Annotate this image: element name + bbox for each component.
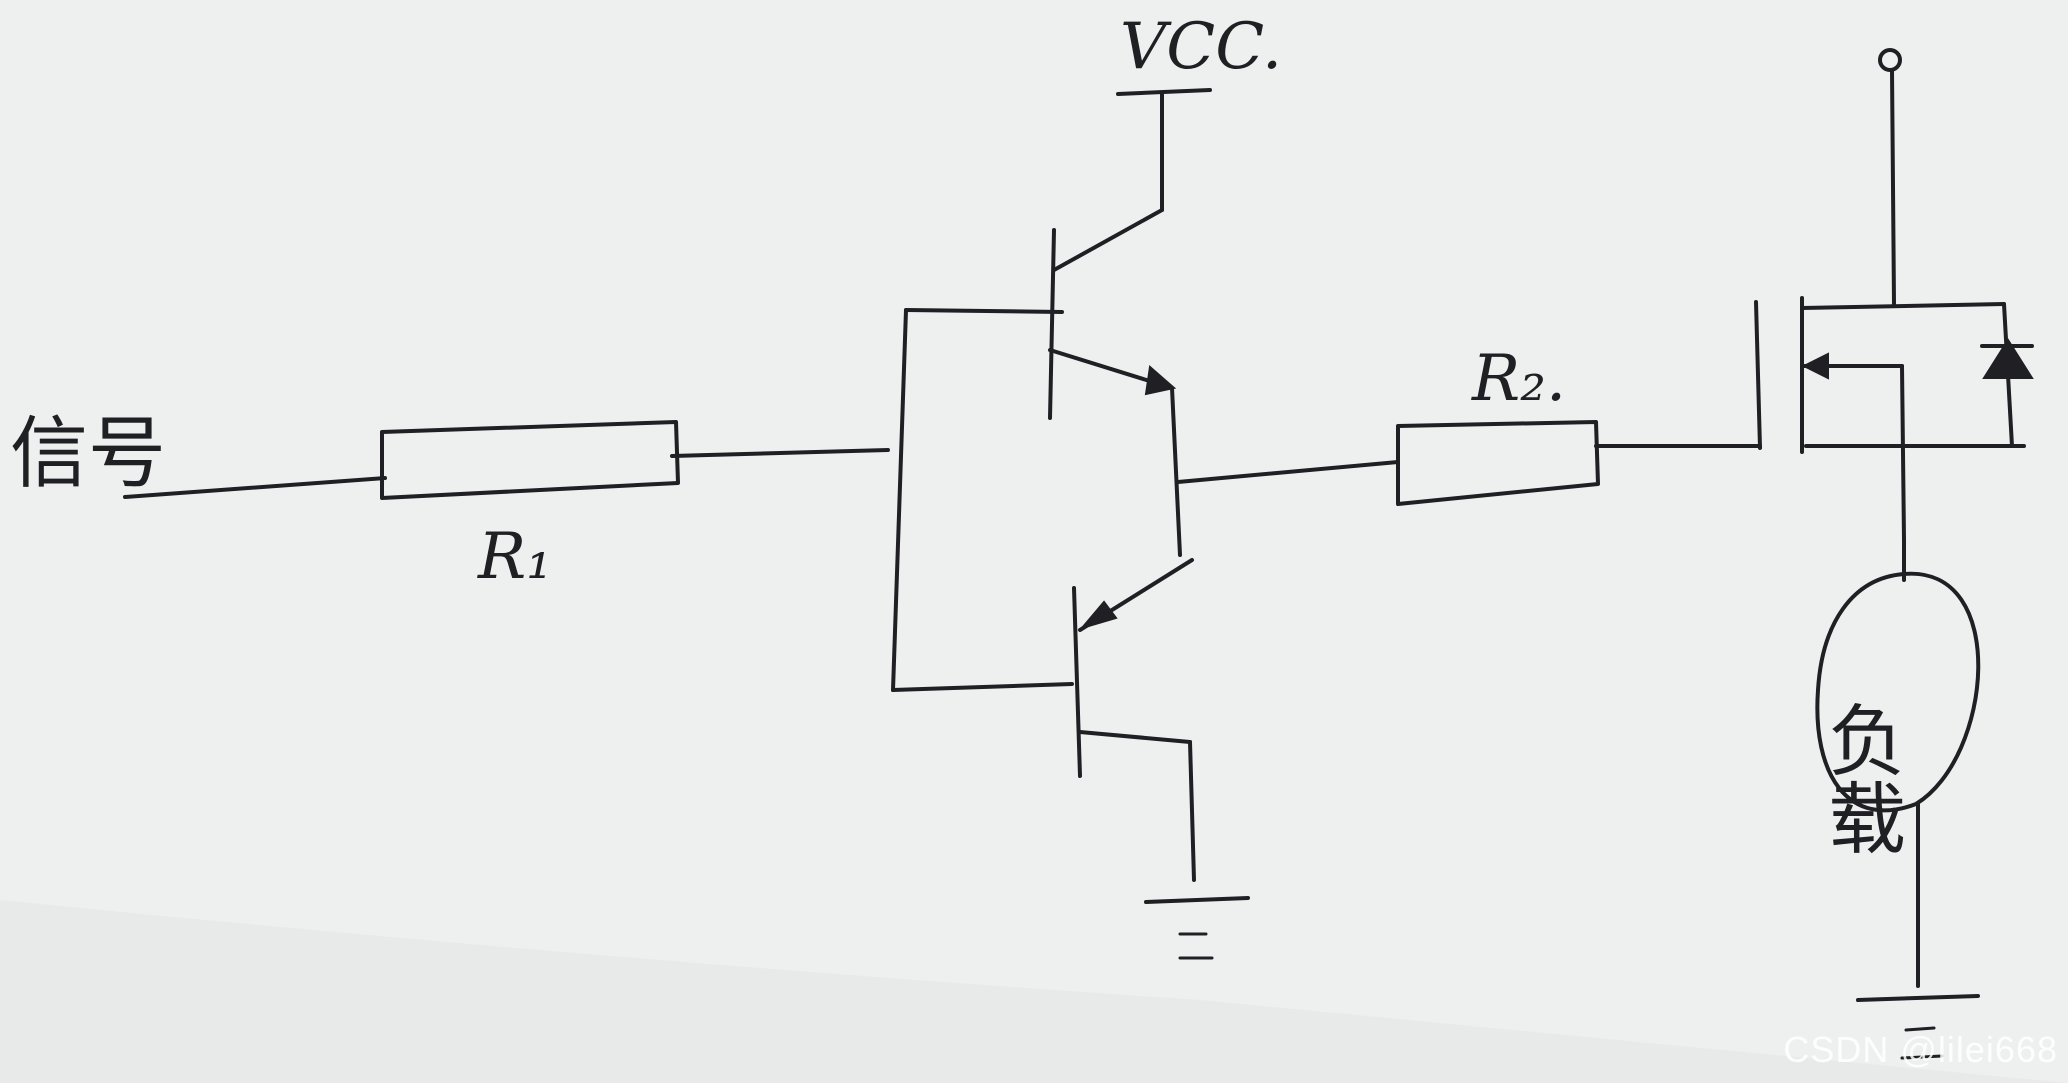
body-diode-icon <box>1982 338 2034 379</box>
vcc-supply-symbol <box>1116 88 1212 212</box>
pnp-emitter-arrow <box>1079 600 1118 630</box>
ground-symbol-right <box>1856 994 1980 1060</box>
vcc-label: VCC. <box>1120 10 1282 84</box>
mosfet-body-arrow <box>1801 352 1829 380</box>
resistor-r1 <box>380 420 890 500</box>
resistor-r2 <box>1396 420 1762 506</box>
r2-label: R₂. <box>1471 342 1566 416</box>
mosfet-transistor <box>1754 48 2034 542</box>
load-element <box>1815 538 1981 988</box>
drain-terminal-icon <box>1878 48 1902 72</box>
input-wire <box>123 476 387 499</box>
watermark: CSDN @lilei668 <box>1783 1029 2058 1070</box>
npn-transistor <box>1048 208 1182 557</box>
base-bus <box>891 308 1074 692</box>
npn-emitter-arrow <box>1144 365 1177 396</box>
pnp-transistor <box>1072 558 1196 882</box>
r1-label: R₁ <box>477 520 552 594</box>
load-label: 负载 <box>1815 700 1905 856</box>
emitter-output-wire <box>1176 460 1400 484</box>
paper-fold-shadow <box>0 900 2068 1083</box>
ground-symbol-left <box>1144 896 1250 960</box>
input-signal-label: 信号 <box>10 409 166 499</box>
